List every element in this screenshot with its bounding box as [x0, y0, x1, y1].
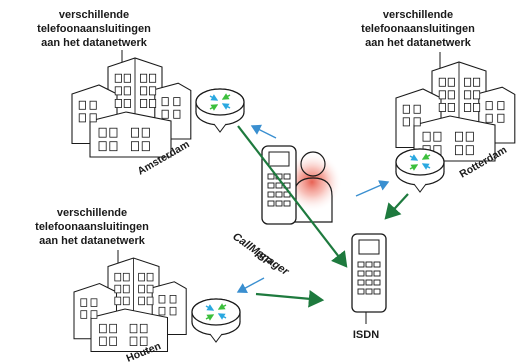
top-left-label-line1: verschillende — [59, 9, 129, 21]
top-right-label-line3: aan het datanetwerk — [365, 37, 472, 49]
top-left-label-line3: aan het datanetwerk — [41, 37, 148, 49]
arrow-rotterdam-to-isdn — [384, 193, 409, 220]
houten-building-icon — [73, 257, 187, 353]
top-right-label: verschillende telefoonaansluitingen aan … — [361, 9, 475, 49]
top-right-label-line2: telefoonaansluitingen — [361, 23, 475, 35]
rotterdam-building-icon — [395, 61, 516, 162]
houten-router-icon — [192, 299, 240, 342]
amsterdam-router-icon — [196, 89, 244, 132]
arrow-amsterdam-to-isdn — [237, 125, 348, 268]
callmanager-glow — [282, 152, 342, 212]
mid-left-label-line2: telefoonaansluitingen — [35, 221, 149, 233]
top-left-label-line2: telefoonaansluitingen — [37, 23, 151, 35]
arrow-to-houten-router — [236, 277, 265, 293]
top-right-label-line1: verschillende — [383, 9, 453, 21]
arrow-houten-to-isdn — [255, 290, 325, 308]
isdn-label: ISDN — [353, 329, 379, 341]
isdn-phone-icon — [351, 233, 387, 313]
mid-left-label: verschillende telefoonaansluitingen aan … — [35, 207, 149, 247]
top-left-label: verschillende telefoonaansluitingen aan … — [37, 9, 151, 49]
mid-left-label-line3: aan het datanetwerk — [39, 235, 146, 247]
rotterdam-router-icon — [396, 149, 444, 192]
amsterdam-building-icon — [71, 57, 192, 158]
ip-phone-icon — [261, 145, 297, 225]
mid-left-label-line1: verschillende — [57, 207, 127, 219]
arrow-to-amsterdam-router — [250, 124, 277, 139]
arrow-to-rotterdam-router — [355, 180, 390, 197]
